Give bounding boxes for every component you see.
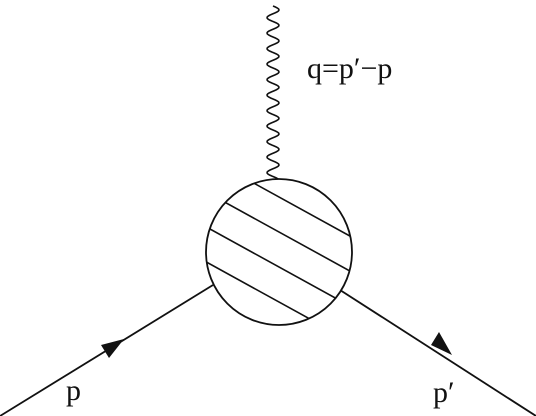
photon-propagator xyxy=(266,5,280,183)
vertex-blob xyxy=(205,178,353,326)
hatch-line xyxy=(206,179,352,299)
outgoing-momentum-label: p′ xyxy=(433,376,455,409)
hatch-line xyxy=(206,200,352,325)
hatch-line xyxy=(206,179,352,264)
outgoing-fermion-line xyxy=(339,289,536,416)
incoming-momentum-label: p xyxy=(66,374,81,407)
incoming-arrow-icon xyxy=(101,339,124,358)
outgoing-arrow-icon xyxy=(431,332,452,355)
photon-momentum-label: q=p′−p xyxy=(307,52,392,85)
hatch-line xyxy=(206,235,352,325)
